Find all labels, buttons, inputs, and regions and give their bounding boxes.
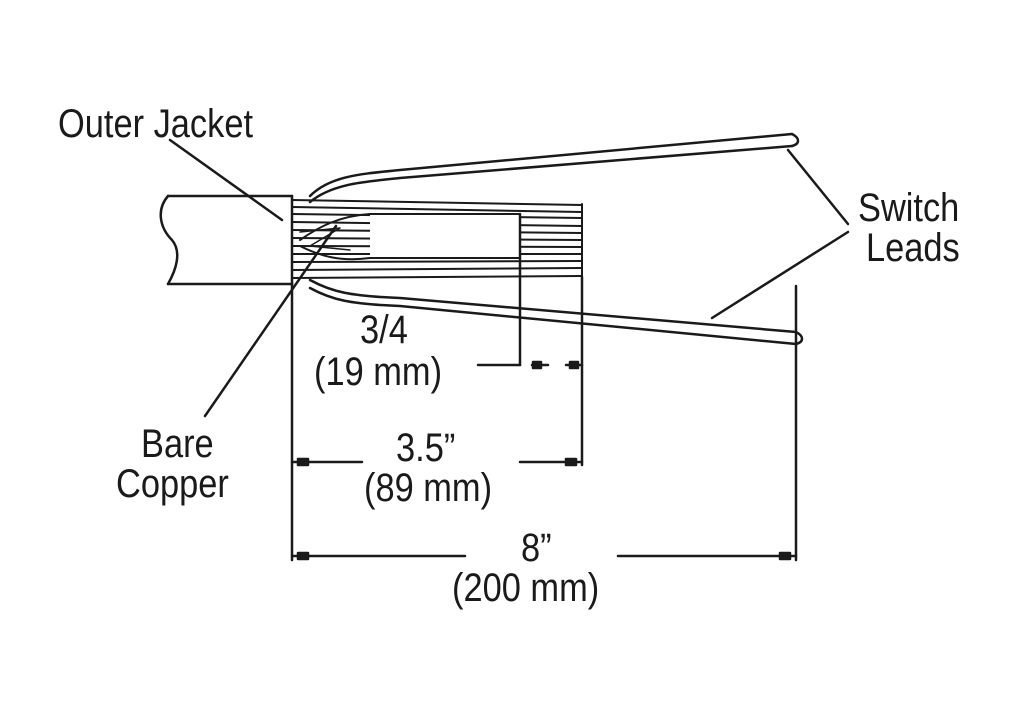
switch-leads-leader-lower: [710, 230, 850, 320]
bare-copper-strands: [291, 199, 583, 279]
upper-switch-lead: [308, 132, 800, 204]
dim-long-metric: (200 mm): [452, 566, 600, 610]
switch-leads-label-line2: Leads: [866, 226, 960, 270]
outer-jacket-shape: [159, 194, 294, 286]
dim-mid-value: 3.5”: [396, 426, 456, 470]
switch-leads-label-line1: Switch: [858, 186, 960, 230]
dim-short-metric: (19 mm): [314, 350, 443, 394]
bare-copper-label-line1: Bare: [141, 422, 214, 466]
bare-copper-leader: [203, 224, 338, 418]
switch-leads-leader-upper: [786, 148, 850, 226]
outer-jacket-label: Outer Jacket: [58, 102, 254, 146]
outer-jacket-leader: [168, 138, 284, 222]
bare-copper-label-line2: Copper: [116, 462, 229, 506]
dim-mid-metric: (89 mm): [364, 466, 493, 510]
lower-switch-lead: [308, 278, 804, 346]
dim-long-value: 8”: [521, 526, 552, 570]
dim-short-value: 3/4: [360, 308, 408, 352]
dim-line-long: [290, 551, 798, 561]
dim-line-mid: [290, 457, 584, 467]
dim-line-short: [476, 360, 584, 370]
